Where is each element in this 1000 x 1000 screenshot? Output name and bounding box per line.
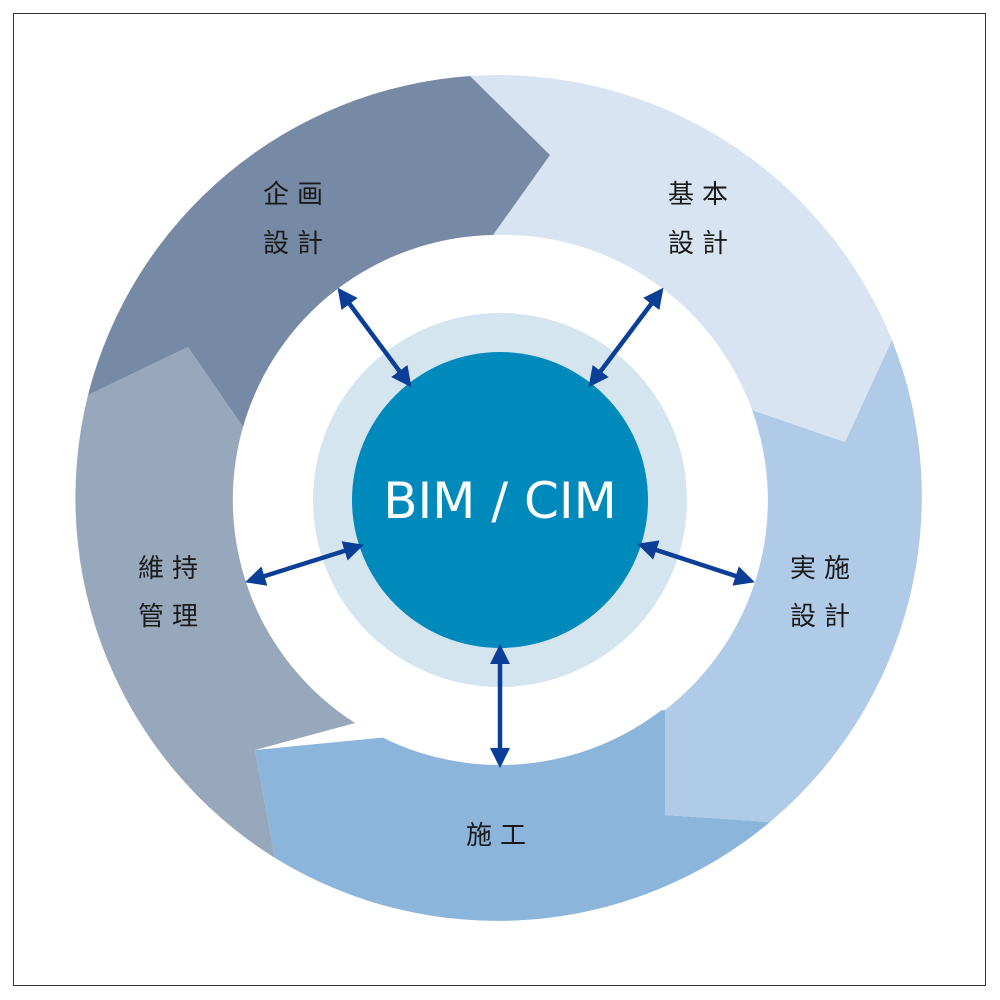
stage-segment-iji [75,347,356,858]
center-label: BIM / CIM [383,472,617,530]
arrow-kihon [588,287,664,388]
stage-label-line1: 維持 [138,554,206,584]
stage-label-line1: 実施 [790,554,858,584]
stage-label-line2: 設計 [790,602,858,632]
stage-label-kihon: 基本 設計 [668,180,736,259]
stage-label-line1: 施工 [466,821,534,851]
stage-label-line1: 基本 [668,180,736,210]
center-circle [352,352,648,648]
stage-label-kikaku: 企画 設計 [263,180,331,259]
stage-segment-jisshi [665,340,922,822]
stage-label-iji: 維持 管理 [138,554,206,632]
stage-segment-kikaku [88,76,550,427]
connector-arrows [245,287,755,769]
stage-label-seko: 施工 [466,821,534,851]
stage-label-line2: 設計 [263,229,331,259]
stage-label-line1: 企画 [263,180,331,210]
stage-segment-seko [255,710,770,921]
stage-label-line2: 管理 [138,602,206,632]
arrow-jisshi [637,540,755,586]
arrow-kikaku [337,287,412,388]
stage-label-jisshi: 実施 設計 [790,554,858,632]
arrow-iji [245,541,364,586]
stage-segment-kihon [470,75,892,442]
stage-label-line2: 設計 [668,229,736,259]
